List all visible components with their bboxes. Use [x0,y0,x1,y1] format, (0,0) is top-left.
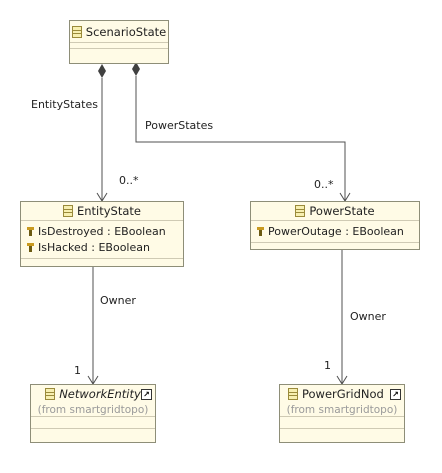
attribute-icon [257,226,264,236]
multiplicity-entity-owner: 1 [74,364,81,377]
shortcut-arrow-icon: ↗ [141,389,152,400]
reference-label-power-owner: Owner [350,310,386,323]
class-name: PowerState [309,204,375,218]
attributes-compartment [31,417,155,429]
edge-entity-states[interactable] [96,64,108,202]
attribute-icon [27,242,34,252]
class-name: PowerGridNod [302,387,384,401]
multiplicity-power-states: 0..* [314,178,334,191]
composition-diamond [98,64,106,78]
eclass-icon [62,205,73,217]
class-power-state[interactable]: PowerState PowerOutage : EBoolean [250,201,420,250]
edge-power-states[interactable] [132,62,351,202]
attributes-compartment [280,417,404,429]
class-entity-state[interactable]: EntityState IsDestroyed : EBoolean IsHac… [20,201,184,267]
eclass-icon [45,388,56,400]
class-header: ScenarioState [70,21,168,43]
edge-power-owner[interactable] [336,250,348,385]
attribute-row[interactable]: PowerOutage : EBoolean [257,223,419,239]
eclass-icon [288,388,298,400]
eclass-icon [295,205,306,217]
class-power-grid-node[interactable]: PowerGridNod ↗ (from smartgridtopo) [279,384,405,443]
attribute-label: IsHacked : EBoolean [38,240,150,254]
composition-diamond [132,62,140,76]
edge-entity-owner[interactable] [87,267,99,385]
eclass-icon [71,25,82,38]
class-package-origin: (from smartgridtopo) [280,403,404,417]
attribute-row[interactable]: IsDestroyed : EBoolean [27,223,183,239]
class-name: NetworkEntity [59,387,141,401]
reference-label-power-states: PowerStates [145,119,214,132]
attributes-compartment: IsDestroyed : EBoolean IsHacked : EBoole… [21,221,183,259]
attribute-label: IsDestroyed : EBoolean [38,224,166,238]
class-header: EntityState [21,202,183,221]
class-name: EntityState [76,204,141,218]
shortcut-arrow-icon: ↗ [390,389,401,400]
class-header: NetworkEntity ↗ [31,385,155,403]
attribute-icon [27,226,34,236]
class-network-entity[interactable]: NetworkEntity ↗ (from smartgridtopo) [30,384,156,443]
attributes-compartment: PowerOutage : EBoolean [251,221,419,243]
multiplicity-power-owner: 1 [324,359,331,372]
class-header: PowerGridNod ↗ [280,385,404,403]
attribute-row[interactable]: IsHacked : EBoolean [27,239,183,255]
attribute-label: PowerOutage : EBoolean [268,224,404,238]
class-header: PowerState [251,202,419,221]
attributes-compartment [70,43,168,49]
class-package-origin: (from smartgridtopo) [31,403,155,417]
reference-label-entity-states: EntityStates [31,98,98,111]
multiplicity-entity-states: 0..* [119,174,139,187]
class-name: ScenarioState [85,24,167,39]
reference-label-entity-owner: Owner [100,294,136,307]
class-scenario-state[interactable]: ScenarioState [69,20,169,64]
